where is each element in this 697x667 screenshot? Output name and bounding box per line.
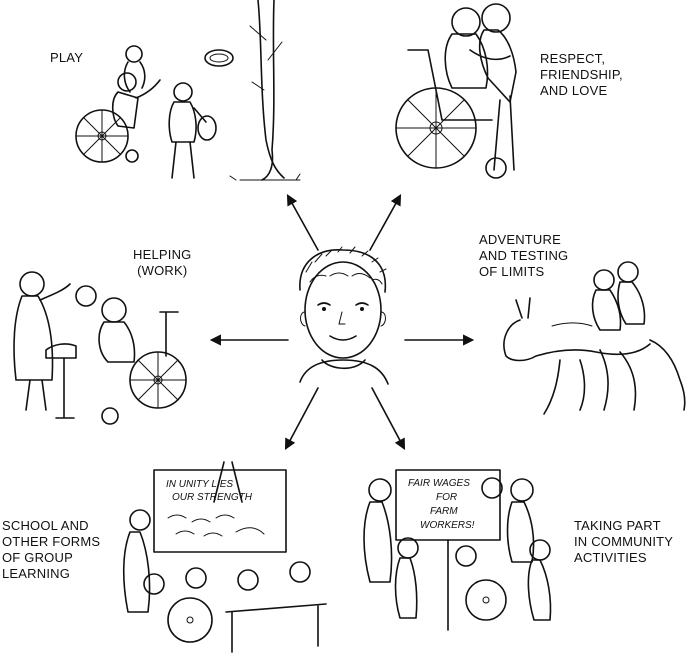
label-respect: RESPECT, FRIENDSHIP, AND LOVE xyxy=(540,51,623,98)
label-helping: HELPING (WORK) xyxy=(133,247,192,278)
arrow-to-play xyxy=(286,194,319,251)
label-school: SCHOOL AND OTHER FORMS OF GROUP LEARNING xyxy=(2,518,101,581)
community-sign-line-1: FAIR WAGES xyxy=(408,478,470,489)
arrow-to-community xyxy=(371,387,406,450)
school-sign-line-2: OUR STRENGTH xyxy=(172,492,253,503)
arrow-to-school xyxy=(284,387,319,450)
arrows xyxy=(209,194,475,450)
arrow-to-respect xyxy=(369,194,402,251)
community-scene-illustration: FAIR WAGES FOR FARM WORKERS! xyxy=(363,469,552,631)
central-child-face xyxy=(299,246,389,385)
label-community: TAKING PART IN COMMUNITY ACTIVITIES xyxy=(574,518,674,565)
label-adventure: ADVENTURE AND TESTING OF LIMITS xyxy=(479,232,569,279)
play-scene-illustration xyxy=(75,0,301,181)
community-sign-line-3: FARM xyxy=(430,506,458,517)
school-scene-illustration: IN UNITY LIES OUR STRENGTH xyxy=(122,461,327,653)
label-play: PLAY xyxy=(50,50,84,65)
school-sign-line-1: IN UNITY LIES xyxy=(166,479,233,490)
helping-scene-illustration xyxy=(13,271,187,425)
school-board xyxy=(153,469,287,553)
community-sign-line-4: WORKERS! xyxy=(420,520,475,531)
respect-scene-illustration xyxy=(395,3,517,179)
adventure-scene-illustration xyxy=(503,261,686,415)
community-sign-line-2: FOR xyxy=(436,492,457,503)
